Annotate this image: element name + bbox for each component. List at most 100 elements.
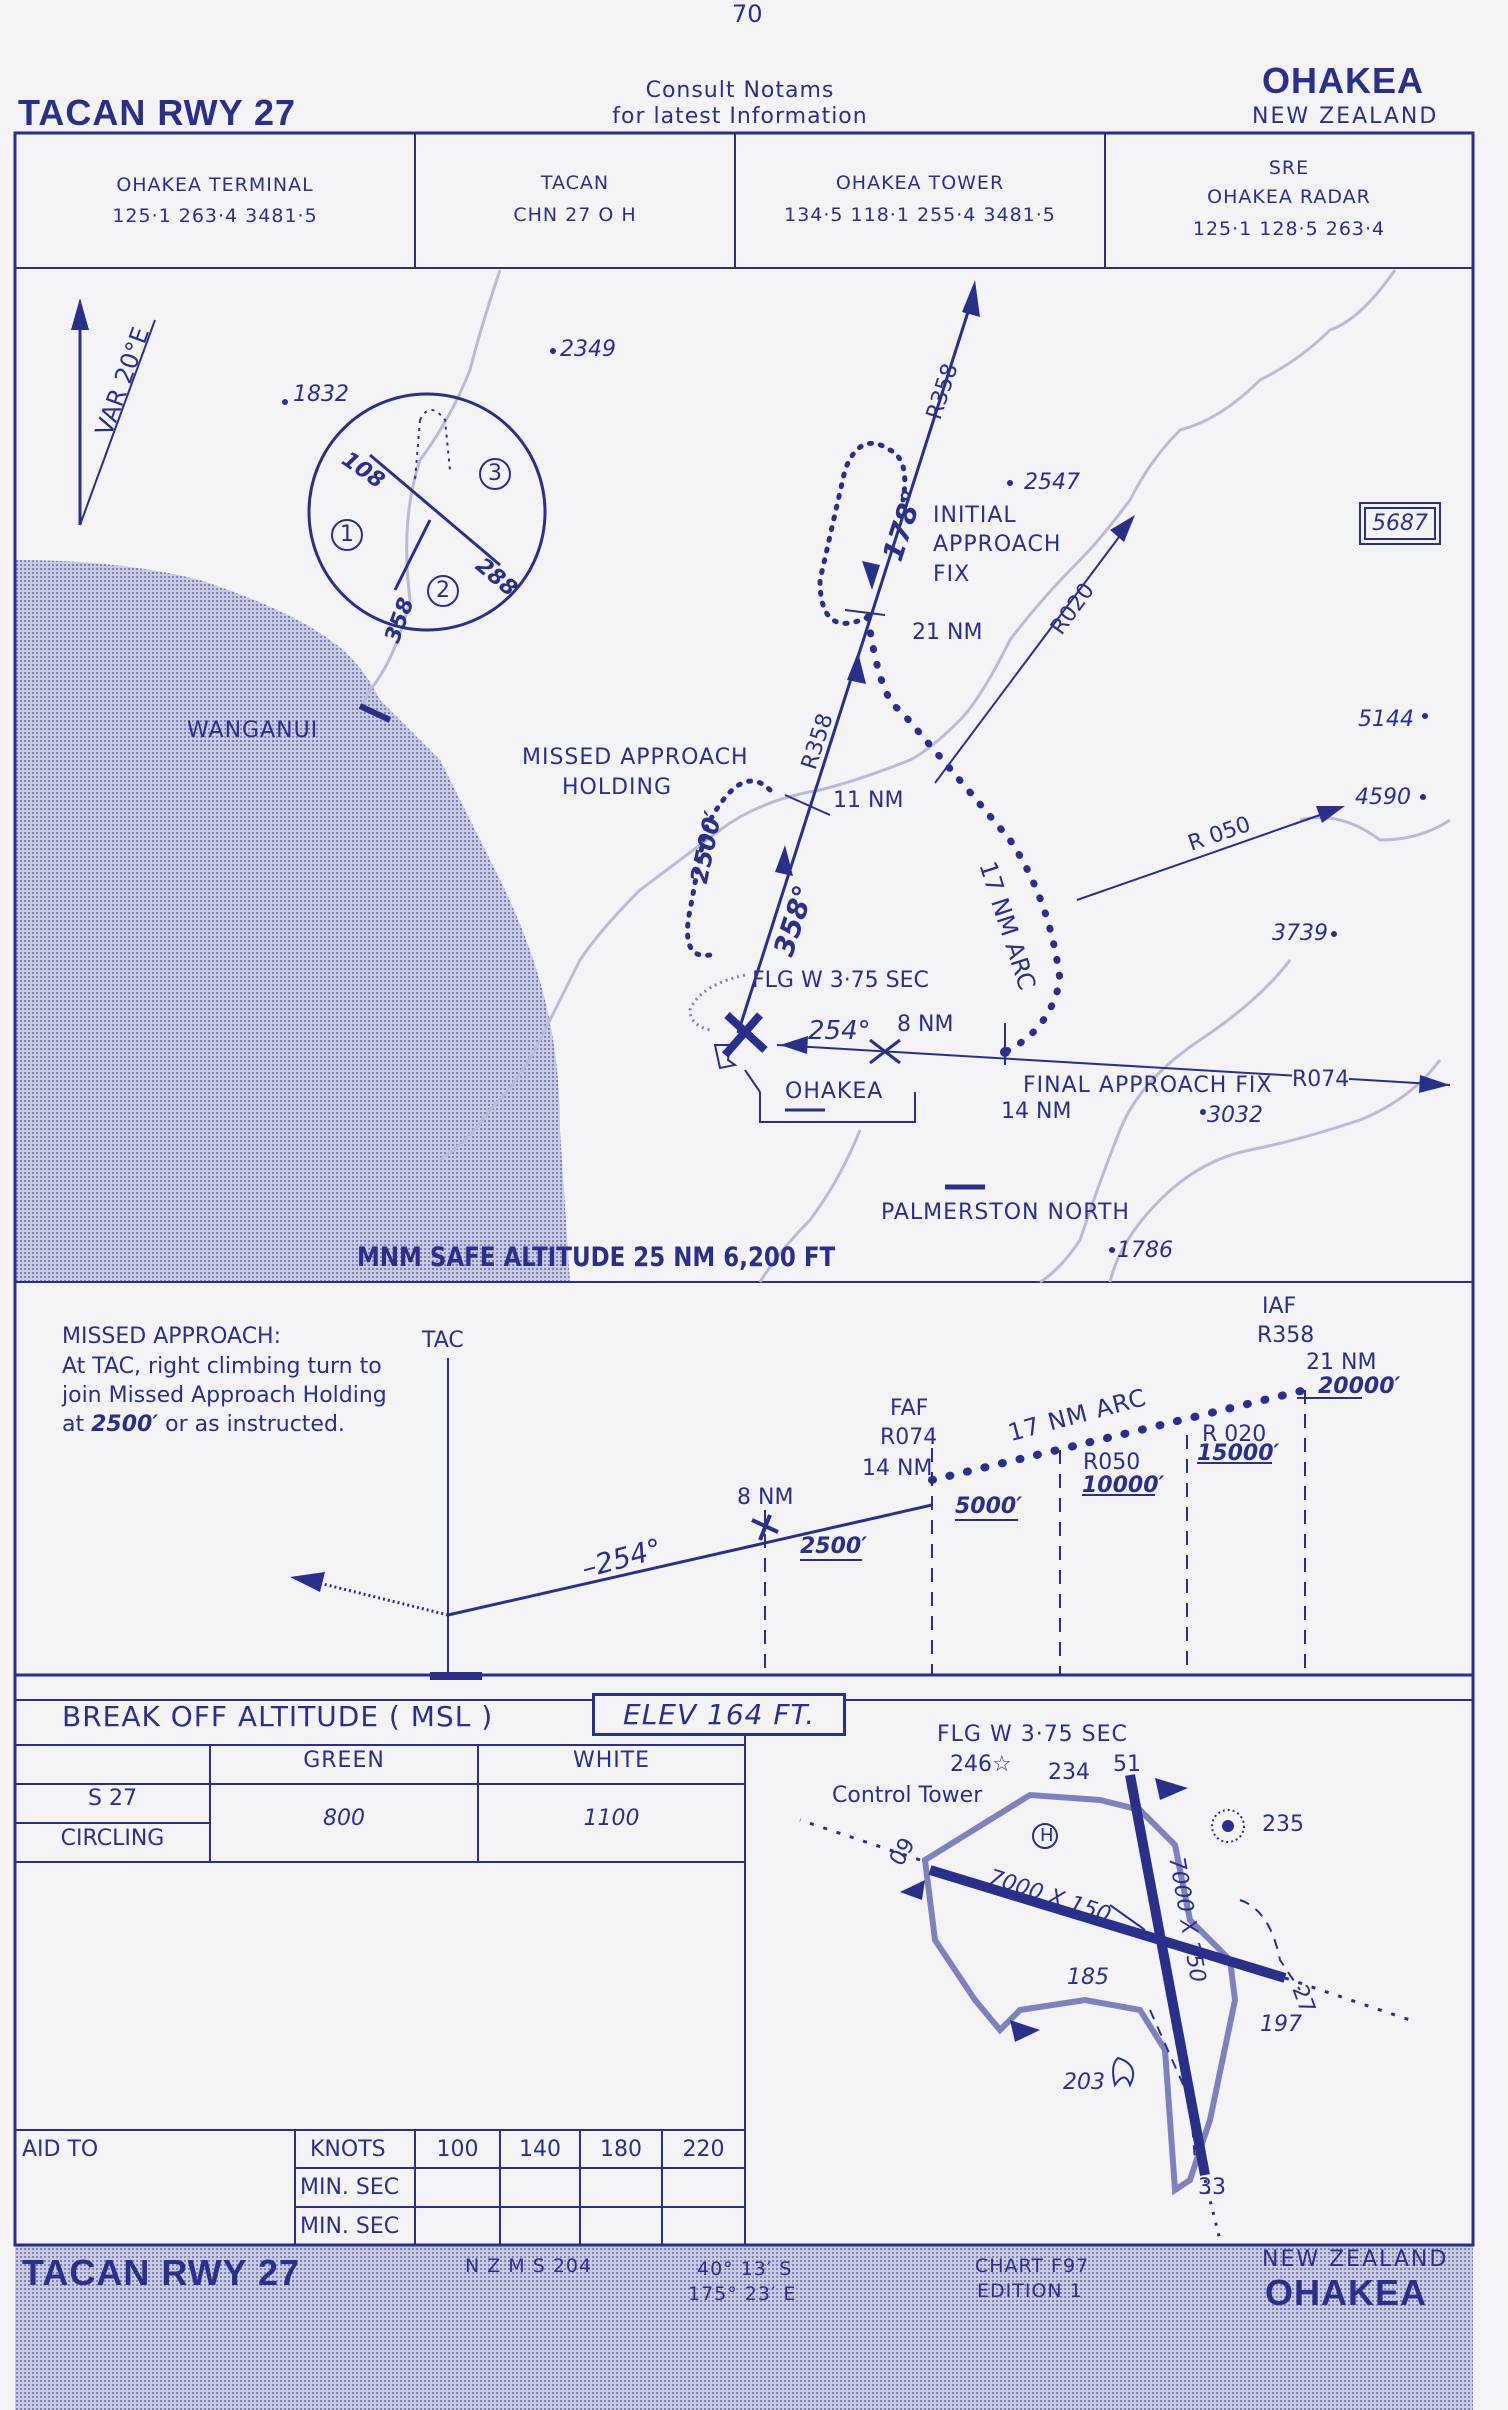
fix-11nm: 11 NM — [833, 788, 904, 813]
speed-140: 140 — [519, 2137, 561, 2162]
speed-180: 180 — [600, 2137, 642, 2162]
tac-label: TAC — [422, 1328, 464, 1353]
notam-line1: Consult Notams — [645, 78, 835, 103]
speed-220: 220 — [682, 2137, 725, 2162]
spot-3739: 3739 — [1272, 921, 1328, 946]
speed-100: 100 — [436, 2137, 479, 2162]
faf-label-1: FINAL APPROACH FIX — [1023, 1073, 1273, 1098]
aid-to-label: AID TO — [22, 2137, 99, 2162]
ad-elev-185: 185 — [1067, 1965, 1109, 1990]
ad-rwy-33: 33 — [1198, 2175, 1226, 2200]
ad-flg-label: FLG W 3·75 SEC — [937, 1722, 1128, 1747]
comm-radar-name: OHAKEA RADAR — [1207, 186, 1371, 208]
spot-5687: 5687 — [1364, 507, 1436, 540]
ad-control-tower: Control Tower — [832, 1783, 983, 1808]
comm-radar-type: SRE — [1268, 157, 1310, 179]
ad-rwy-51: 51 — [1113, 1752, 1141, 1777]
iaf-label-2: APPROACH — [933, 532, 1062, 557]
footer-title: TACAN RWY 27 — [22, 2252, 301, 2293]
col-white: WHITE — [572, 1748, 651, 1773]
spot-4590: 4590 — [1355, 785, 1411, 810]
missed-approach-line3: join Missed Approach Holding — [62, 1383, 387, 1408]
comm-terminal-name: OHAKEA TERMINAL — [116, 174, 314, 196]
msa-label: MNM SAFE ALTITUDE 25 NM 6,200 FT — [357, 1242, 836, 1273]
final-course-254: 254° — [808, 1016, 871, 1046]
spot-2547: 2547 — [1024, 470, 1080, 495]
comm-radar-freq: 125·1 128·5 263·4 — [1192, 218, 1386, 240]
profile-faf-alt: 5000′ — [955, 1494, 1023, 1519]
profile-iaf-radial: R358 — [1257, 1323, 1315, 1348]
r074-label: R074 — [1292, 1067, 1350, 1092]
sea-area — [15, 560, 570, 1282]
wanganui-label: WANGANUI — [187, 718, 319, 743]
heliport-icon: H — [1040, 1825, 1054, 1846]
footer-edition: EDITION 1 — [977, 2280, 1083, 2302]
iaf-label-1: INITIAL — [933, 503, 1017, 528]
minsec-row1: MIN. SEC — [300, 2175, 400, 2200]
profile-r050: R050 — [1083, 1450, 1141, 1475]
missed-holding-label-2: HOLDING — [562, 775, 673, 800]
inset-step-3: 3 — [488, 461, 502, 486]
elevation-box: ELEV 164 FT. — [592, 1693, 847, 1736]
footer-lat: 40° 13′ S — [697, 2258, 793, 2280]
profile-faf: FAF — [890, 1396, 929, 1421]
knots-label: KNOTS — [310, 2137, 386, 2162]
missed-approach-line2: At TAC, right climbing turn to — [62, 1354, 382, 1379]
profile-alt-2500: 2500′ — [800, 1534, 868, 1559]
spot-1832: 1832 — [293, 382, 349, 407]
iaf-label-3: FIX — [933, 562, 971, 587]
iaf-21nm: 21 NM — [912, 620, 983, 645]
comm-terminal-freq: 125·1 263·4 3481·5 — [112, 205, 318, 227]
inset-step-1: 1 — [340, 522, 354, 547]
palmerston-label: PALMERSTON NORTH — [881, 1200, 1130, 1225]
ad-elev-235: 235 — [1262, 1812, 1304, 1837]
col-green: GREEN — [303, 1748, 385, 1773]
profile-8nm: 8 NM — [737, 1485, 794, 1510]
comm-tacan-name: TACAN — [540, 172, 610, 194]
footer-airport: OHAKEA — [1265, 2272, 1428, 2313]
notam-line2: for latest Information — [612, 104, 868, 129]
row-s27: S 27 — [88, 1786, 137, 1811]
break-off-title: BREAK OFF ALTITUDE ( MSL ) — [62, 1700, 494, 1733]
footer-band — [15, 2245, 1473, 2410]
profile-faf-radial: R074 — [880, 1425, 938, 1450]
footer-chart: CHART F97 — [975, 2255, 1090, 2277]
ad-elev-234: 234 — [1048, 1760, 1090, 1785]
ohakea-map-label: OHAKEA — [785, 1079, 884, 1104]
profile-faf-distance: 14 NM — [862, 1456, 933, 1481]
spot-2349: 2349 — [560, 337, 616, 362]
profile-alt-15000: 15000′ — [1197, 1441, 1280, 1466]
ad-elev-246: 246☆ — [950, 1752, 1012, 1777]
faf-label-2: 14 NM — [1001, 1099, 1072, 1124]
inset-step-2: 2 — [436, 578, 450, 603]
green-value: 800 — [323, 1806, 365, 1831]
profile-alt-10000: 10000′ — [1082, 1473, 1165, 1498]
footer-lon: 175° 23′ E — [688, 2283, 797, 2305]
footer-country: NEW ZEALAND — [1262, 2247, 1449, 2272]
chart-title: TACAN RWY 27 — [18, 92, 297, 133]
ad-elev-203: 203 — [1063, 2070, 1105, 2095]
row-circling: CIRCLING — [60, 1826, 165, 1851]
profile-iaf-alt: 20000′ — [1318, 1374, 1401, 1399]
missed-holding-label-1: MISSED APPROACH — [522, 745, 749, 770]
missed-approach-title: MISSED APPROACH: — [62, 1324, 282, 1349]
minsec-row2: MIN. SEC — [300, 2214, 400, 2239]
comm-tower-name: OHAKEA TOWER — [835, 172, 1005, 194]
spot-1786: 1786 — [1117, 1238, 1173, 1263]
footer-nzms: N Z M S 204 — [465, 2255, 593, 2277]
spot-3032: 3032 — [1207, 1103, 1263, 1128]
profile-iaf: IAF — [1262, 1294, 1297, 1319]
profile-r020: R 020 — [1202, 1422, 1267, 1447]
country-name: NEW ZEALAND — [1252, 104, 1439, 129]
flg-beacon-label: FLG W 3·75 SEC — [752, 968, 929, 993]
spot-5144: 5144 — [1358, 707, 1414, 732]
comm-tower-freq: 134·5 118·1 255·4 3481·5 — [784, 204, 1056, 226]
fix-8nm: 8 NM — [897, 1012, 954, 1037]
page-number: 70 — [732, 0, 763, 28]
white-value: 1100 — [583, 1806, 640, 1831]
comm-tacan-freq: CHN 27 O H — [513, 204, 637, 226]
missed-approach-line4: at 2500′ or as instructed. — [62, 1412, 345, 1437]
ad-elev-197: 197 — [1260, 2012, 1302, 2037]
profile-iaf-distance: 21 NM — [1306, 1350, 1377, 1375]
